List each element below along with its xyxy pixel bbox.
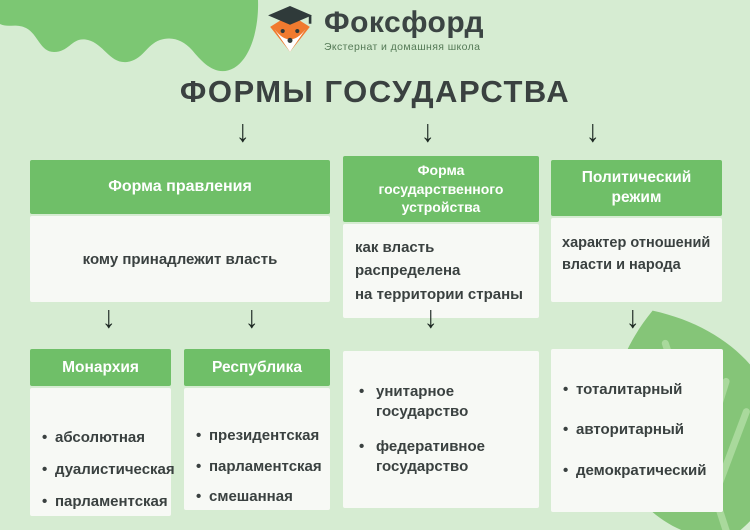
card-header: Политический режим	[551, 160, 722, 216]
down-arrow-icon: ↓	[101, 299, 116, 335]
list-item: абсолютная	[42, 428, 165, 449]
card-monarkhiya: Монархия абсолютная дуалистическая парла…	[30, 349, 175, 516]
down-arrow-icon: ↓	[423, 299, 438, 335]
list-item: тоталитарный	[563, 380, 717, 401]
down-arrow-icon: ↓	[244, 299, 259, 335]
card-description: характер отношений власти и народа	[551, 218, 722, 302]
monarchy-list: абсолютная дуалистическая парламентская	[30, 406, 175, 530]
card-forma-pravleniya: Форма правления кому принадлежит власть	[30, 160, 330, 302]
card-list-body: абсолютная дуалистическая парламентская	[30, 388, 175, 516]
list-item: унитарное государство	[359, 382, 531, 423]
card-header: Форма правления	[30, 160, 330, 214]
card-gos-ustroystvo-vidy: унитарное государство федеративное госуд…	[343, 351, 539, 508]
page-title: ФОРМЫ ГОСУДАРСТВА	[179, 74, 571, 109]
political-regime-list: тоталитарный авторитарный демократически…	[551, 349, 723, 512]
republic-list: президентская парламентская смешанная	[184, 406, 330, 528]
card-rezhim-vidy: тоталитарный авторитарный демократически…	[551, 349, 723, 512]
list-item: федеративное государство	[359, 437, 531, 478]
card-list-body: президентская парламентская смешанная	[184, 388, 330, 510]
card-description: кому принадлежит власть	[30, 216, 330, 302]
list-item: авторитарный	[563, 420, 717, 441]
state-structure-list: унитарное государство федеративное госуд…	[343, 351, 539, 508]
card-header: Монархия	[30, 349, 171, 386]
brand-name: Фоксфорд	[323, 6, 485, 40]
list-item: смешанная	[196, 487, 324, 508]
down-arrow-icon: ↓	[585, 113, 600, 149]
fox-logo-icon	[268, 6, 312, 52]
card-politicheskiy-rezhim: Политический режим характер отношений вл…	[551, 160, 722, 302]
card-respublika: Республика президентская парламентская с…	[184, 349, 330, 510]
logo-text: Фоксфорд Экстернат и домашняя школа	[324, 7, 484, 53]
card-header: Республика	[184, 349, 330, 386]
card-description: как власть распределена на территории ст…	[343, 224, 539, 318]
list-item: демократический	[563, 461, 717, 482]
card-forma-gos-ustroystva: Форма государственного устройства как вл…	[343, 156, 539, 318]
foxford-logo: Фоксфорд Экстернат и домашняя школа	[0, 6, 750, 54]
card-header: Форма государственного устройства	[343, 156, 539, 222]
down-arrow-icon: ↓	[235, 113, 250, 149]
list-item: президентская	[196, 426, 324, 447]
list-item: дуалистическая	[42, 460, 175, 481]
down-arrow-icon: ↓	[625, 299, 640, 335]
list-item: парламентская	[42, 492, 168, 513]
list-item: парламентская	[196, 457, 324, 478]
brand-tagline: Экстернат и домашняя школа	[323, 40, 481, 53]
down-arrow-icon: ↓	[420, 113, 435, 149]
